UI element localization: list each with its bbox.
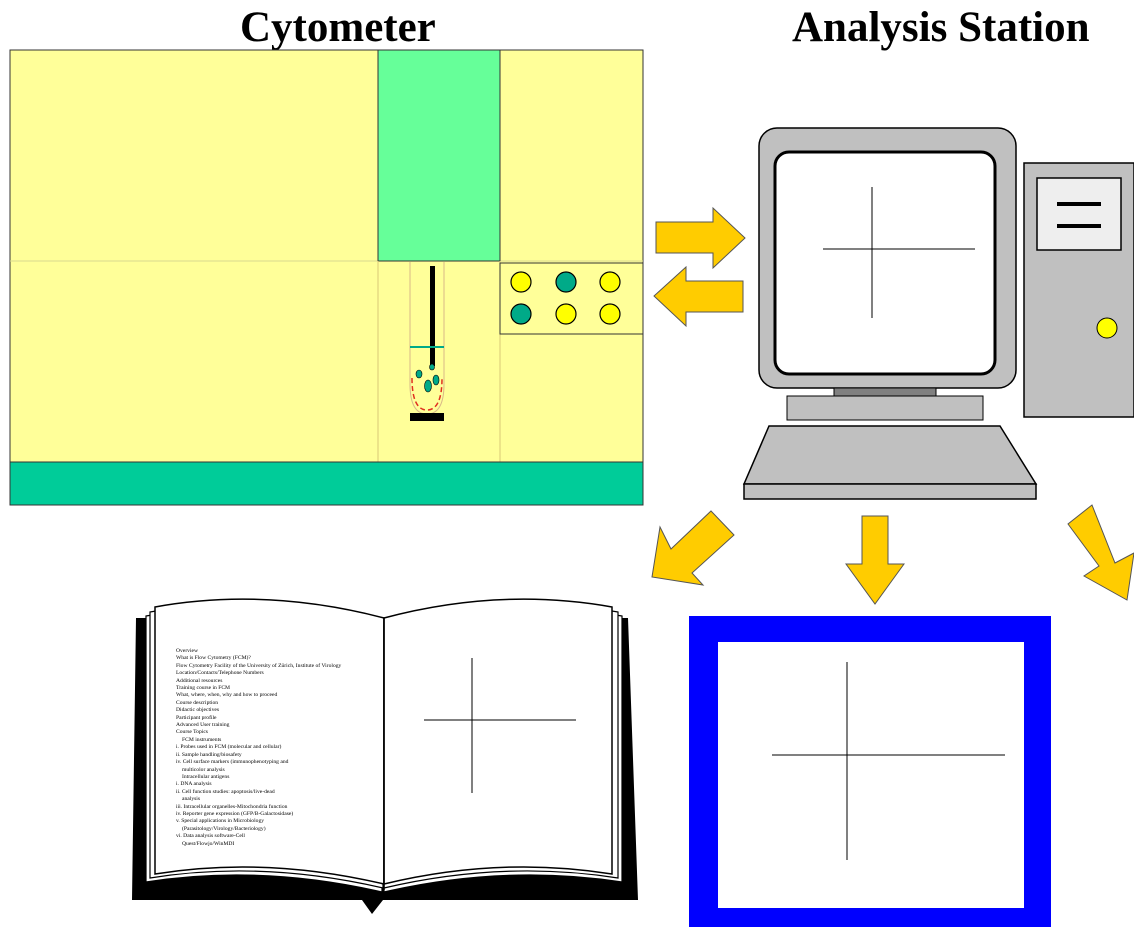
indicator-light-yellow — [599, 271, 621, 293]
indicator-lights — [510, 271, 621, 325]
book-line: FCM instruments — [182, 736, 222, 743]
cytometer-body — [9, 49, 644, 463]
book-line: v. Special applications in Microbiology — [176, 818, 265, 825]
indicator-light-yellow — [555, 303, 577, 325]
book-line: ii. Cell function studies: apoptosis/liv… — [176, 788, 275, 795]
indicator-light-green — [510, 303, 532, 325]
arrow-left-icon — [653, 265, 744, 328]
book-line: i. DNA analysis — [176, 781, 212, 788]
book-line: Additional resources — [176, 677, 223, 684]
arrow-down-left-icon — [651, 510, 735, 586]
sample-tube — [409, 262, 445, 421]
book-line: Course Topics — [176, 729, 208, 736]
arrow-right-icon — [655, 206, 746, 270]
monitor-stand — [786, 395, 984, 421]
book-line: Quest/Flowjo/WinMDI — [182, 840, 235, 847]
book-line: ii. Sample handling/biosafety — [176, 751, 242, 758]
printed-plot — [689, 616, 1051, 927]
cytometer-base — [9, 461, 644, 506]
book-line: analysis — [182, 796, 201, 803]
indicator-light-green — [555, 271, 577, 293]
book-line: Intracellular antigens — [182, 773, 230, 780]
book-line: Didactic objectives — [176, 707, 220, 714]
book-line: Advanced User training — [176, 722, 230, 729]
book-line: What, where, when, why and how to procee… — [176, 692, 278, 699]
book-line: multicolor analysis — [182, 766, 225, 773]
book-line: What is Flow Cytometry (FCM)? — [176, 655, 251, 662]
keyboard — [742, 425, 1038, 485]
arrow-down-icon — [845, 515, 905, 605]
report-book — [132, 598, 638, 914]
power-light-icon — [1096, 317, 1118, 339]
analysis-computer — [742, 127, 1134, 500]
indicator-light-yellow — [510, 271, 532, 293]
output-arrows — [651, 504, 1134, 605]
book-line: Course description — [176, 699, 219, 706]
book-line: Training course in FCM — [176, 685, 231, 692]
book-line: iii. Intracellular organelles-Mitochondr… — [176, 803, 288, 810]
analysis-station-heading: Analysis Station — [792, 4, 1090, 51]
arrow-down-right-icon — [1067, 504, 1134, 601]
book-line: Flow Cytometry Facility of the Universit… — [176, 662, 342, 669]
cytometer-top-panel — [377, 49, 501, 262]
book-line: (Parasitology/Virology/Bacteriology) — [182, 825, 266, 832]
cytometer — [9, 49, 644, 506]
monitor-screen — [773, 150, 997, 376]
book-line: iv. Reporter gene expression (GFP/B-Gala… — [176, 810, 294, 817]
book-line: i. Probes used in FCM (molecular and cel… — [176, 744, 282, 751]
data-transfer-arrows — [653, 206, 746, 328]
cytometer-heading: Cytometer — [240, 4, 436, 51]
book-line: iv. Cell surface markers (immunophenotyp… — [176, 759, 289, 766]
book-line: Overview — [176, 648, 199, 654]
sample-probe — [430, 266, 435, 366]
printed-plot-paper — [718, 642, 1024, 908]
book-line: Participant profile — [176, 714, 217, 721]
book-line: Location/Contacts/Telephone Numbers — [176, 670, 264, 677]
drive-bay — [1036, 177, 1122, 251]
book-line: vi. Data analysis software-Cell — [176, 833, 245, 840]
indicator-light-yellow — [599, 303, 621, 325]
